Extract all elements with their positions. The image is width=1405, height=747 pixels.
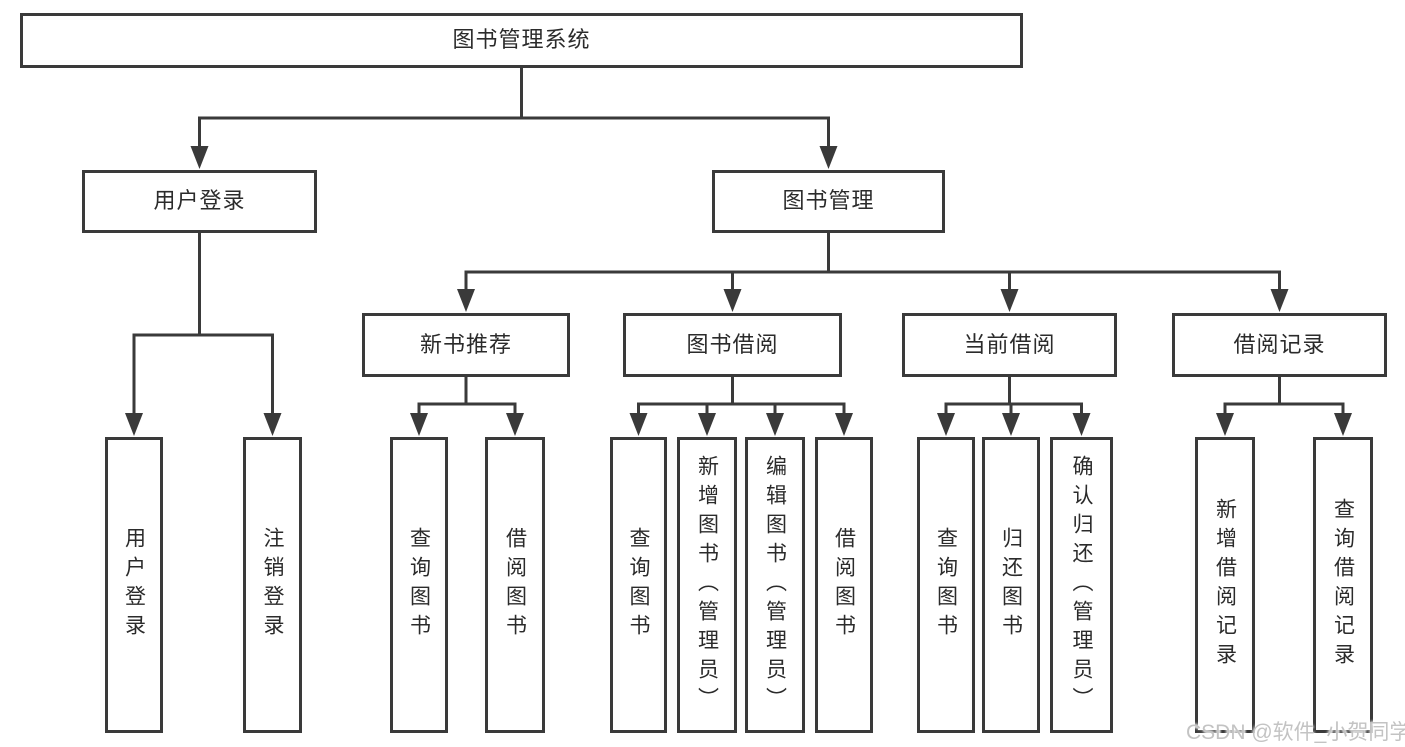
node-root: 图书管理系统 (20, 13, 1023, 68)
node-label: 借阅图书 (832, 527, 856, 643)
arrowhead-icon (723, 289, 742, 312)
arrowhead-icon (629, 413, 648, 436)
node-label: 注销登录 (261, 527, 284, 643)
arrowhead-icon (819, 146, 838, 169)
arrowhead-icon (1000, 289, 1019, 312)
node-leaf-confirm-return: 确认归还（管理员） (1050, 437, 1113, 733)
node-label: 查询图书 (627, 527, 650, 643)
node-leaf-add-borrow-record: 新增借阅记录 (1195, 437, 1255, 733)
node-label: 当前借阅 (963, 331, 1056, 357)
node-label: 编辑图书（管理员） (763, 454, 787, 716)
node-label: 图书管理系统 (452, 27, 591, 53)
node-leaf-query-book-current: 查询图书 (917, 437, 975, 733)
node-borrow-records: 借阅记录 (1172, 313, 1387, 377)
node-label: 用户登录 (122, 527, 146, 643)
node-leaf-borrow-book-new: 借阅图书 (485, 437, 545, 733)
node-new-book-rec: 新书推荐 (362, 313, 570, 377)
node-label: 归还图书 (999, 527, 1023, 643)
arrowhead-icon (1002, 413, 1020, 436)
node-leaf-user-login: 用户登录 (105, 437, 163, 733)
node-label: 确认归还（管理员） (1070, 454, 1093, 716)
node-label: 新增借阅记录 (1213, 498, 1237, 672)
node-label: 借阅图书 (503, 527, 527, 643)
node-leaf-borrow-book-borrow: 借阅图书 (815, 437, 873, 733)
arrowhead-icon (1216, 413, 1234, 436)
node-leaf-logout: 注销登录 (243, 437, 302, 733)
node-label: 查询图书 (934, 527, 958, 643)
arrowhead-icon (125, 413, 143, 436)
arrowhead-icon (410, 413, 428, 436)
arrowhead-icon (506, 413, 524, 436)
node-label: 新书推荐 (419, 331, 512, 357)
node-label: 查询借阅记录 (1331, 498, 1355, 672)
node-label: 用户登录 (153, 188, 246, 214)
node-label: 图书借阅 (686, 331, 779, 357)
node-current-borrow: 当前借阅 (902, 313, 1117, 377)
arrowhead-icon (190, 146, 209, 169)
node-leaf-query-book-new: 查询图书 (390, 437, 448, 733)
arrowhead-icon (263, 413, 282, 436)
arrowhead-icon (766, 413, 784, 436)
node-leaf-query-book-borrow: 查询图书 (610, 437, 667, 733)
node-book-borrow: 图书借阅 (623, 313, 842, 377)
node-label: 新增图书（管理员） (695, 454, 719, 716)
node-book-mgmt: 图书管理 (712, 170, 945, 233)
node-leaf-add-book: 新增图书（管理员） (677, 437, 737, 733)
node-label: 借阅记录 (1233, 331, 1326, 357)
arrowhead-icon (835, 413, 853, 436)
arrowhead-icon (457, 289, 475, 312)
watermark-text: CSDN @软件_小贺同学 (1186, 721, 1405, 744)
node-leaf-return-book: 归还图书 (982, 437, 1040, 733)
node-leaf-query-borrow-record: 查询借阅记录 (1313, 437, 1373, 733)
arrowhead-icon (1334, 413, 1352, 436)
arrowhead-icon (1270, 289, 1289, 312)
arrowhead-icon (1072, 413, 1091, 436)
node-leaf-edit-book: 编辑图书（管理员） (745, 437, 805, 733)
node-user-login: 用户登录 (82, 170, 317, 233)
node-label: 查询图书 (407, 527, 431, 643)
arrowhead-icon (698, 413, 716, 436)
arrowhead-icon (937, 413, 955, 436)
node-label: 图书管理 (782, 188, 875, 214)
